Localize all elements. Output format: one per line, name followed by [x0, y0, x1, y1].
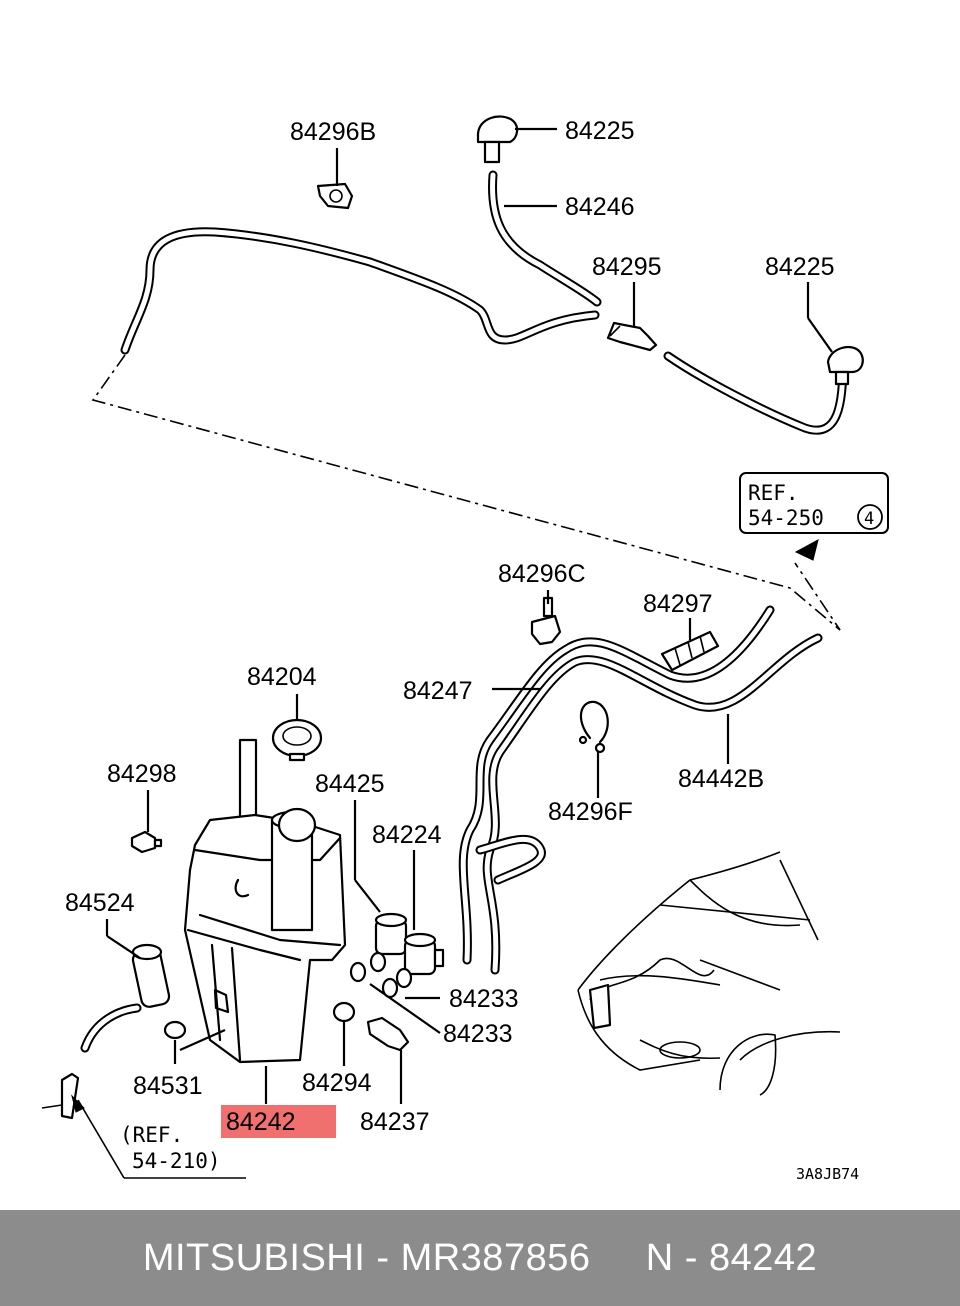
washer-nozzle-right	[826, 345, 864, 386]
clip-84297	[660, 630, 720, 672]
label-84297: 84297	[643, 590, 713, 618]
footer-part-info: MITSUBISHI - MR387856 N - 84242	[142, 1236, 818, 1279]
ref-top-line1: REF.	[748, 481, 799, 505]
label-84296c: 84296C	[498, 560, 586, 588]
tank-cap-84204	[271, 718, 323, 762]
clip-84296b	[316, 182, 354, 210]
label-84233-b: 84233	[443, 1020, 513, 1048]
bolt-84298	[130, 830, 163, 854]
hose-right-nozzle	[663, 351, 848, 435]
hose-84246	[488, 170, 602, 307]
hose-joint-84295	[606, 321, 658, 352]
vehicle-location-sketch	[577, 851, 841, 1096]
label-84225-right: 84225	[765, 253, 835, 281]
label-84295: 84295	[592, 253, 662, 281]
label-84247: 84247	[403, 677, 473, 705]
label-84246: 84246	[565, 193, 635, 221]
label-84296f: 84296F	[548, 798, 633, 826]
rear-washer-hose	[120, 227, 600, 355]
label-84204: 84204	[247, 663, 317, 691]
parts-diagram: 84296B 84225 84246 84295 84225 REF. 54-2…	[41, 115, 889, 1183]
label-84442b: 84442B	[678, 765, 764, 793]
highlight-84242	[221, 1105, 336, 1138]
ref-bottom-line1: (REF.	[120, 1123, 183, 1147]
footer-bar: MITSUBISHI - MR387856 N - 84242	[0, 1210, 960, 1306]
washer-pump-84524	[80, 943, 171, 1053]
ref-top-circled: 4	[864, 509, 874, 529]
reference-line	[91, 354, 841, 631]
label-84242: 84242	[226, 1108, 296, 1136]
washer-tank-84242	[183, 813, 347, 1064]
tank-neck	[270, 807, 317, 932]
label-84294: 84294	[302, 1069, 372, 1097]
label-84531: 84531	[133, 1072, 203, 1100]
drawing-code: 3A8JB74	[796, 1165, 859, 1183]
grommet-84233-a	[349, 951, 387, 983]
label-84225-top: 84225	[565, 117, 635, 145]
washer-nozzle-top	[476, 115, 519, 164]
grommet-84294	[332, 1001, 356, 1023]
ref-top-line2: 54-250	[748, 506, 824, 530]
leader-lines	[105, 127, 833, 1104]
label-84524: 84524	[65, 889, 135, 917]
label-84237: 84237	[360, 1108, 430, 1136]
clamp-84296f	[578, 700, 609, 754]
label-84296b: 84296B	[290, 118, 376, 146]
level-sensor-84237	[366, 1016, 410, 1052]
ref-bottom-line2: 54-210)	[132, 1149, 221, 1173]
label-84233-a: 84233	[449, 985, 519, 1013]
hose-84247	[458, 605, 775, 965]
label-84224: 84224	[372, 821, 442, 849]
ref-arrow	[794, 539, 819, 561]
grommet-84531	[163, 1020, 187, 1040]
label-84425: 84425	[315, 770, 385, 798]
grommet-84233-b	[381, 967, 413, 999]
washer-pump-84224-b	[403, 932, 445, 976]
ref-pipe-54-210	[41, 1072, 246, 1179]
hose-84442b	[482, 633, 823, 975]
ref-box-54-250	[739, 472, 889, 534]
label-84298: 84298	[107, 760, 177, 788]
washer-pump-84224-a	[374, 912, 408, 956]
clip-84296c	[530, 596, 562, 646]
hose-loop	[475, 834, 546, 885]
